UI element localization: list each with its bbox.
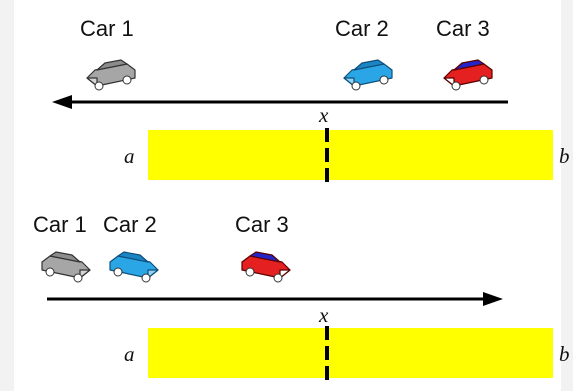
car-1-label-bottom: Car 1: [33, 212, 87, 237]
road-segment-top: [148, 130, 553, 180]
car-2-label-bottom: Car 2: [103, 212, 157, 237]
position-marker-top: [325, 128, 329, 182]
b-label-bottom: b: [559, 342, 570, 366]
right-arrow-icon: [47, 292, 503, 306]
x-label-top: x: [319, 103, 329, 127]
car-3-label-top: Car 3: [436, 16, 490, 41]
a-label-top: a: [124, 144, 135, 168]
car-1-icon-bottom: [41, 251, 91, 283]
road-segment-bottom: [148, 328, 553, 378]
car-1-label-top: Car 1: [80, 16, 134, 41]
car-2-label-top: Car 2: [335, 16, 389, 41]
x-label-bottom: x: [319, 303, 329, 327]
car-1-icon-top: [86, 59, 136, 91]
right-margin-band: [561, 0, 573, 391]
left-arrow-icon: [52, 95, 508, 109]
position-marker-bottom: [325, 326, 329, 386]
car-3-icon-top: [443, 59, 493, 91]
car-3-icon-bottom: [241, 251, 291, 283]
car-3-label-bottom: Car 3: [235, 212, 289, 237]
car-2-icon-top: [343, 59, 393, 91]
left-margin-band: [0, 0, 14, 391]
b-label-top: b: [559, 144, 570, 168]
car-2-icon-bottom: [109, 251, 159, 283]
a-label-bottom: a: [124, 342, 135, 366]
